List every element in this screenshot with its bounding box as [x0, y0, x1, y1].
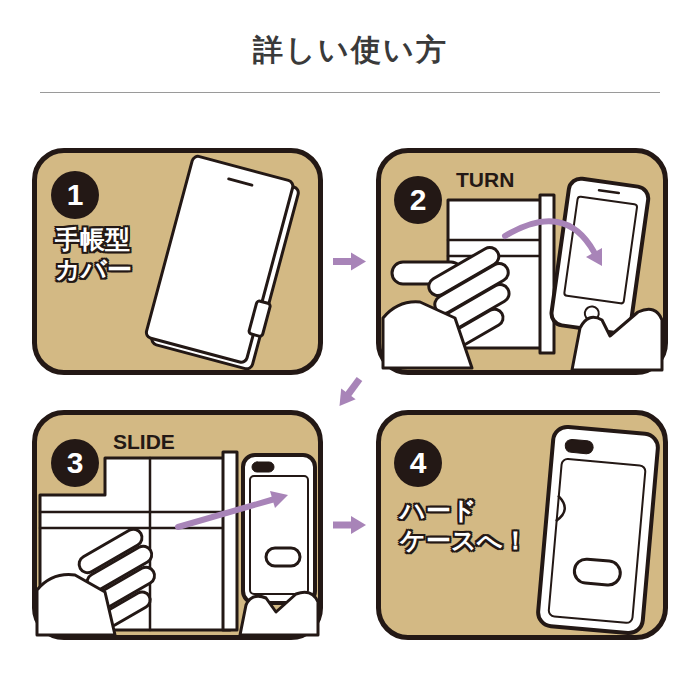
- cover-spine: [223, 452, 237, 630]
- step-number: 4: [410, 448, 427, 478]
- step-number-circle: 1: [51, 171, 99, 219]
- case-button: [573, 558, 621, 586]
- arrow-head: [351, 253, 366, 271]
- step-arrow: [333, 253, 366, 271]
- step-arrow: [333, 516, 366, 534]
- palm: [383, 302, 472, 368]
- hard-case: [537, 426, 659, 634]
- cover-front: [145, 155, 294, 364]
- cover-strap: [248, 300, 270, 336]
- title-rule: [40, 92, 660, 93]
- earpiece-slot: [229, 179, 252, 185]
- hard-case: [550, 177, 650, 335]
- side-notch: [557, 496, 566, 521]
- case-button: [266, 548, 300, 566]
- slide-arrow: [178, 500, 273, 528]
- case-screen: [564, 196, 637, 303]
- step-number-circle: 2: [394, 176, 442, 224]
- notebook-cover: [144, 155, 303, 371]
- step-caption: ハード ケースへ！: [400, 496, 528, 556]
- camera-hole: [565, 439, 594, 454]
- arrow-shaft: [333, 258, 353, 265]
- case-body: [537, 426, 659, 634]
- card-slot-line: [40, 511, 230, 514]
- case-body: [550, 177, 650, 335]
- step-number-circle: 4: [394, 439, 442, 487]
- arrow-head: [340, 389, 356, 406]
- step-number: 3: [67, 448, 84, 478]
- arrow-shaft: [333, 522, 353, 529]
- step-number: 1: [67, 180, 84, 210]
- step-number-circle: 3: [51, 439, 99, 487]
- turn-arrow-head: [586, 248, 602, 266]
- arrow-head: [351, 516, 366, 534]
- left-hand: [37, 526, 158, 635]
- step-arrow: [340, 379, 360, 406]
- right-hand: [572, 309, 662, 370]
- step-caption: 手帳型 カバー: [55, 225, 132, 285]
- earpiece-slot: [599, 190, 619, 193]
- slide-arrow-head: [270, 491, 288, 508]
- arrow-shaft: [347, 379, 359, 396]
- left-hand: [383, 244, 512, 368]
- palm: [37, 575, 115, 635]
- step-caption: SLIDE: [113, 430, 175, 453]
- camera-hole: [252, 462, 274, 472]
- case-body: [243, 455, 315, 603]
- case-inner: [548, 459, 645, 624]
- step-caption: TURN: [456, 168, 514, 191]
- step-number: 2: [410, 185, 427, 215]
- page-title: 詳しい使い方: [0, 30, 700, 71]
- right-hand: [240, 592, 318, 635]
- hard-case: [243, 455, 315, 603]
- turn-arrow: [505, 221, 594, 252]
- card-slot-line: [448, 239, 540, 242]
- case-inner: [250, 476, 308, 594]
